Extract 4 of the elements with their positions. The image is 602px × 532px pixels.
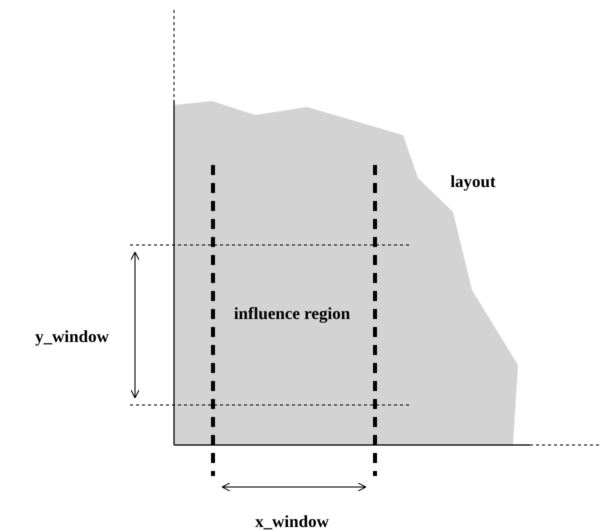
dimension-label: x_window: [254, 511, 330, 532]
dimension-label: y_window: [34, 326, 110, 348]
region-label: influence region: [232, 303, 352, 325]
region-label: layout: [449, 171, 497, 193]
